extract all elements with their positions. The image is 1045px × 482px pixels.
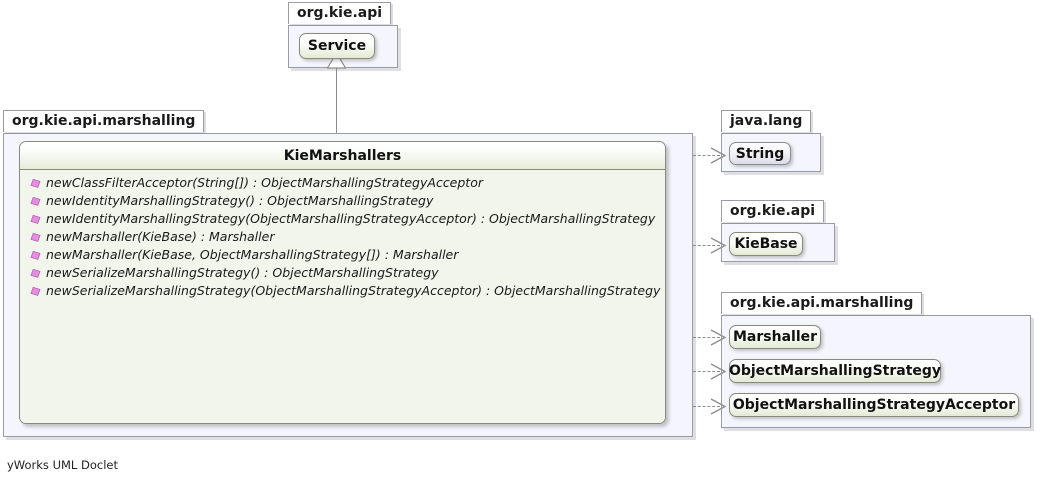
package-org-kie-api-marshalling-right: org.kie.api.marshalling Marshaller Objec… bbox=[721, 292, 1031, 428]
method-row[interactable]: newMarshaller(KieBase, ObjectMarshalling… bbox=[20, 246, 665, 264]
package-tab-label-top: org.kie.api bbox=[288, 2, 392, 24]
dependency-arrowhead-objectmarshallingstrategy-icon bbox=[710, 363, 727, 380]
generalization-arrowhead-icon bbox=[327, 53, 346, 69]
dependency-arrowhead-marshaller-icon bbox=[710, 329, 727, 346]
method-signature: newMarshaller(KieBase, ObjectMarshalling… bbox=[46, 247, 459, 262]
package-java-lang: java.lang String bbox=[721, 110, 821, 172]
method-icon bbox=[30, 196, 41, 206]
class-box-kiebase[interactable]: KieBase bbox=[729, 232, 803, 256]
method-row[interactable]: newMarshaller(KieBase) : Marshaller bbox=[20, 228, 665, 246]
method-signature: newIdentityMarshallingStrategy(ObjectMar… bbox=[46, 211, 656, 226]
method-icon bbox=[30, 214, 41, 224]
method-icon bbox=[30, 268, 41, 278]
package-tab-label-java-lang: java.lang bbox=[721, 110, 812, 132]
package-tab-label-kie-api-right: org.kie.api bbox=[721, 200, 825, 222]
method-row[interactable]: newSerializeMarshallingStrategy(ObjectMa… bbox=[20, 282, 665, 300]
method-signature: newSerializeMarshallingStrategy() : Obje… bbox=[46, 265, 439, 280]
class-label-service: Service bbox=[307, 38, 367, 54]
method-signature: newSerializeMarshallingStrategy(ObjectMa… bbox=[46, 283, 661, 298]
method-row[interactable]: newIdentityMarshallingStrategy(ObjectMar… bbox=[20, 210, 665, 228]
method-row[interactable]: newIdentityMarshallingStrategy() : Objec… bbox=[20, 192, 665, 210]
dependency-arrowhead-kiebase-icon bbox=[710, 237, 727, 254]
method-icon bbox=[30, 250, 41, 260]
class-label-kiebase: KieBase bbox=[734, 236, 798, 252]
package-tab-label-marshalling-right: org.kie.api.marshalling bbox=[721, 292, 923, 314]
method-signature: newIdentityMarshallingStrategy() : Objec… bbox=[46, 193, 434, 208]
class-box-objectmarshallingstrategyacceptor[interactable]: ObjectMarshallingStrategyAcceptor bbox=[729, 393, 1019, 417]
class-box-kiemarshallers[interactable]: KieMarshallers newClassFilterAcceptor(St… bbox=[19, 141, 666, 424]
method-row[interactable]: newSerializeMarshallingStrategy() : Obje… bbox=[20, 264, 665, 282]
method-row[interactable]: newClassFilterAcceptor(String[]) : Objec… bbox=[20, 174, 665, 192]
method-icon bbox=[30, 178, 41, 188]
class-title-kiemarshallers: KieMarshallers bbox=[283, 147, 402, 164]
class-label-string: String bbox=[735, 145, 785, 162]
package-org-kie-api-right: org.kie.api KieBase bbox=[721, 200, 835, 262]
method-signature: newMarshaller(KieBase) : Marshaller bbox=[46, 229, 275, 244]
class-box-marshaller[interactable]: Marshaller bbox=[729, 325, 821, 349]
method-icon bbox=[30, 232, 41, 242]
package-org-kie-api-top: org.kie.api Service bbox=[288, 2, 398, 68]
dependency-arrowhead-string-icon bbox=[710, 147, 727, 164]
dependency-arrowhead-objectmarshallingstrategyacceptor-icon bbox=[710, 398, 727, 415]
class-label-objectmarshallingstrategyacceptor: ObjectMarshallingStrategyAcceptor bbox=[732, 397, 1016, 413]
method-signature: newClassFilterAcceptor(String[]) : Objec… bbox=[46, 175, 483, 190]
method-icon bbox=[30, 286, 41, 296]
class-label-marshaller: Marshaller bbox=[732, 329, 818, 345]
package-tab-label-main: org.kie.api.marshalling bbox=[3, 110, 205, 132]
generalization-line-service bbox=[336, 68, 337, 143]
class-label-objectmarshallingstrategy: ObjectMarshallingStrategy bbox=[728, 363, 942, 379]
class-box-objectmarshallingstrategy[interactable]: ObjectMarshallingStrategy bbox=[729, 359, 941, 383]
class-members-kiemarshallers: newClassFilterAcceptor(String[]) : Objec… bbox=[20, 170, 665, 423]
class-box-service[interactable]: Service bbox=[299, 33, 375, 59]
class-box-string[interactable]: String bbox=[729, 142, 791, 165]
diagram-footer: yWorks UML Doclet bbox=[7, 458, 118, 472]
class-header-kiemarshallers: KieMarshallers bbox=[20, 142, 665, 170]
package-org-kie-api-marshalling-main: org.kie.api.marshalling KieMarshallers n… bbox=[3, 110, 693, 437]
